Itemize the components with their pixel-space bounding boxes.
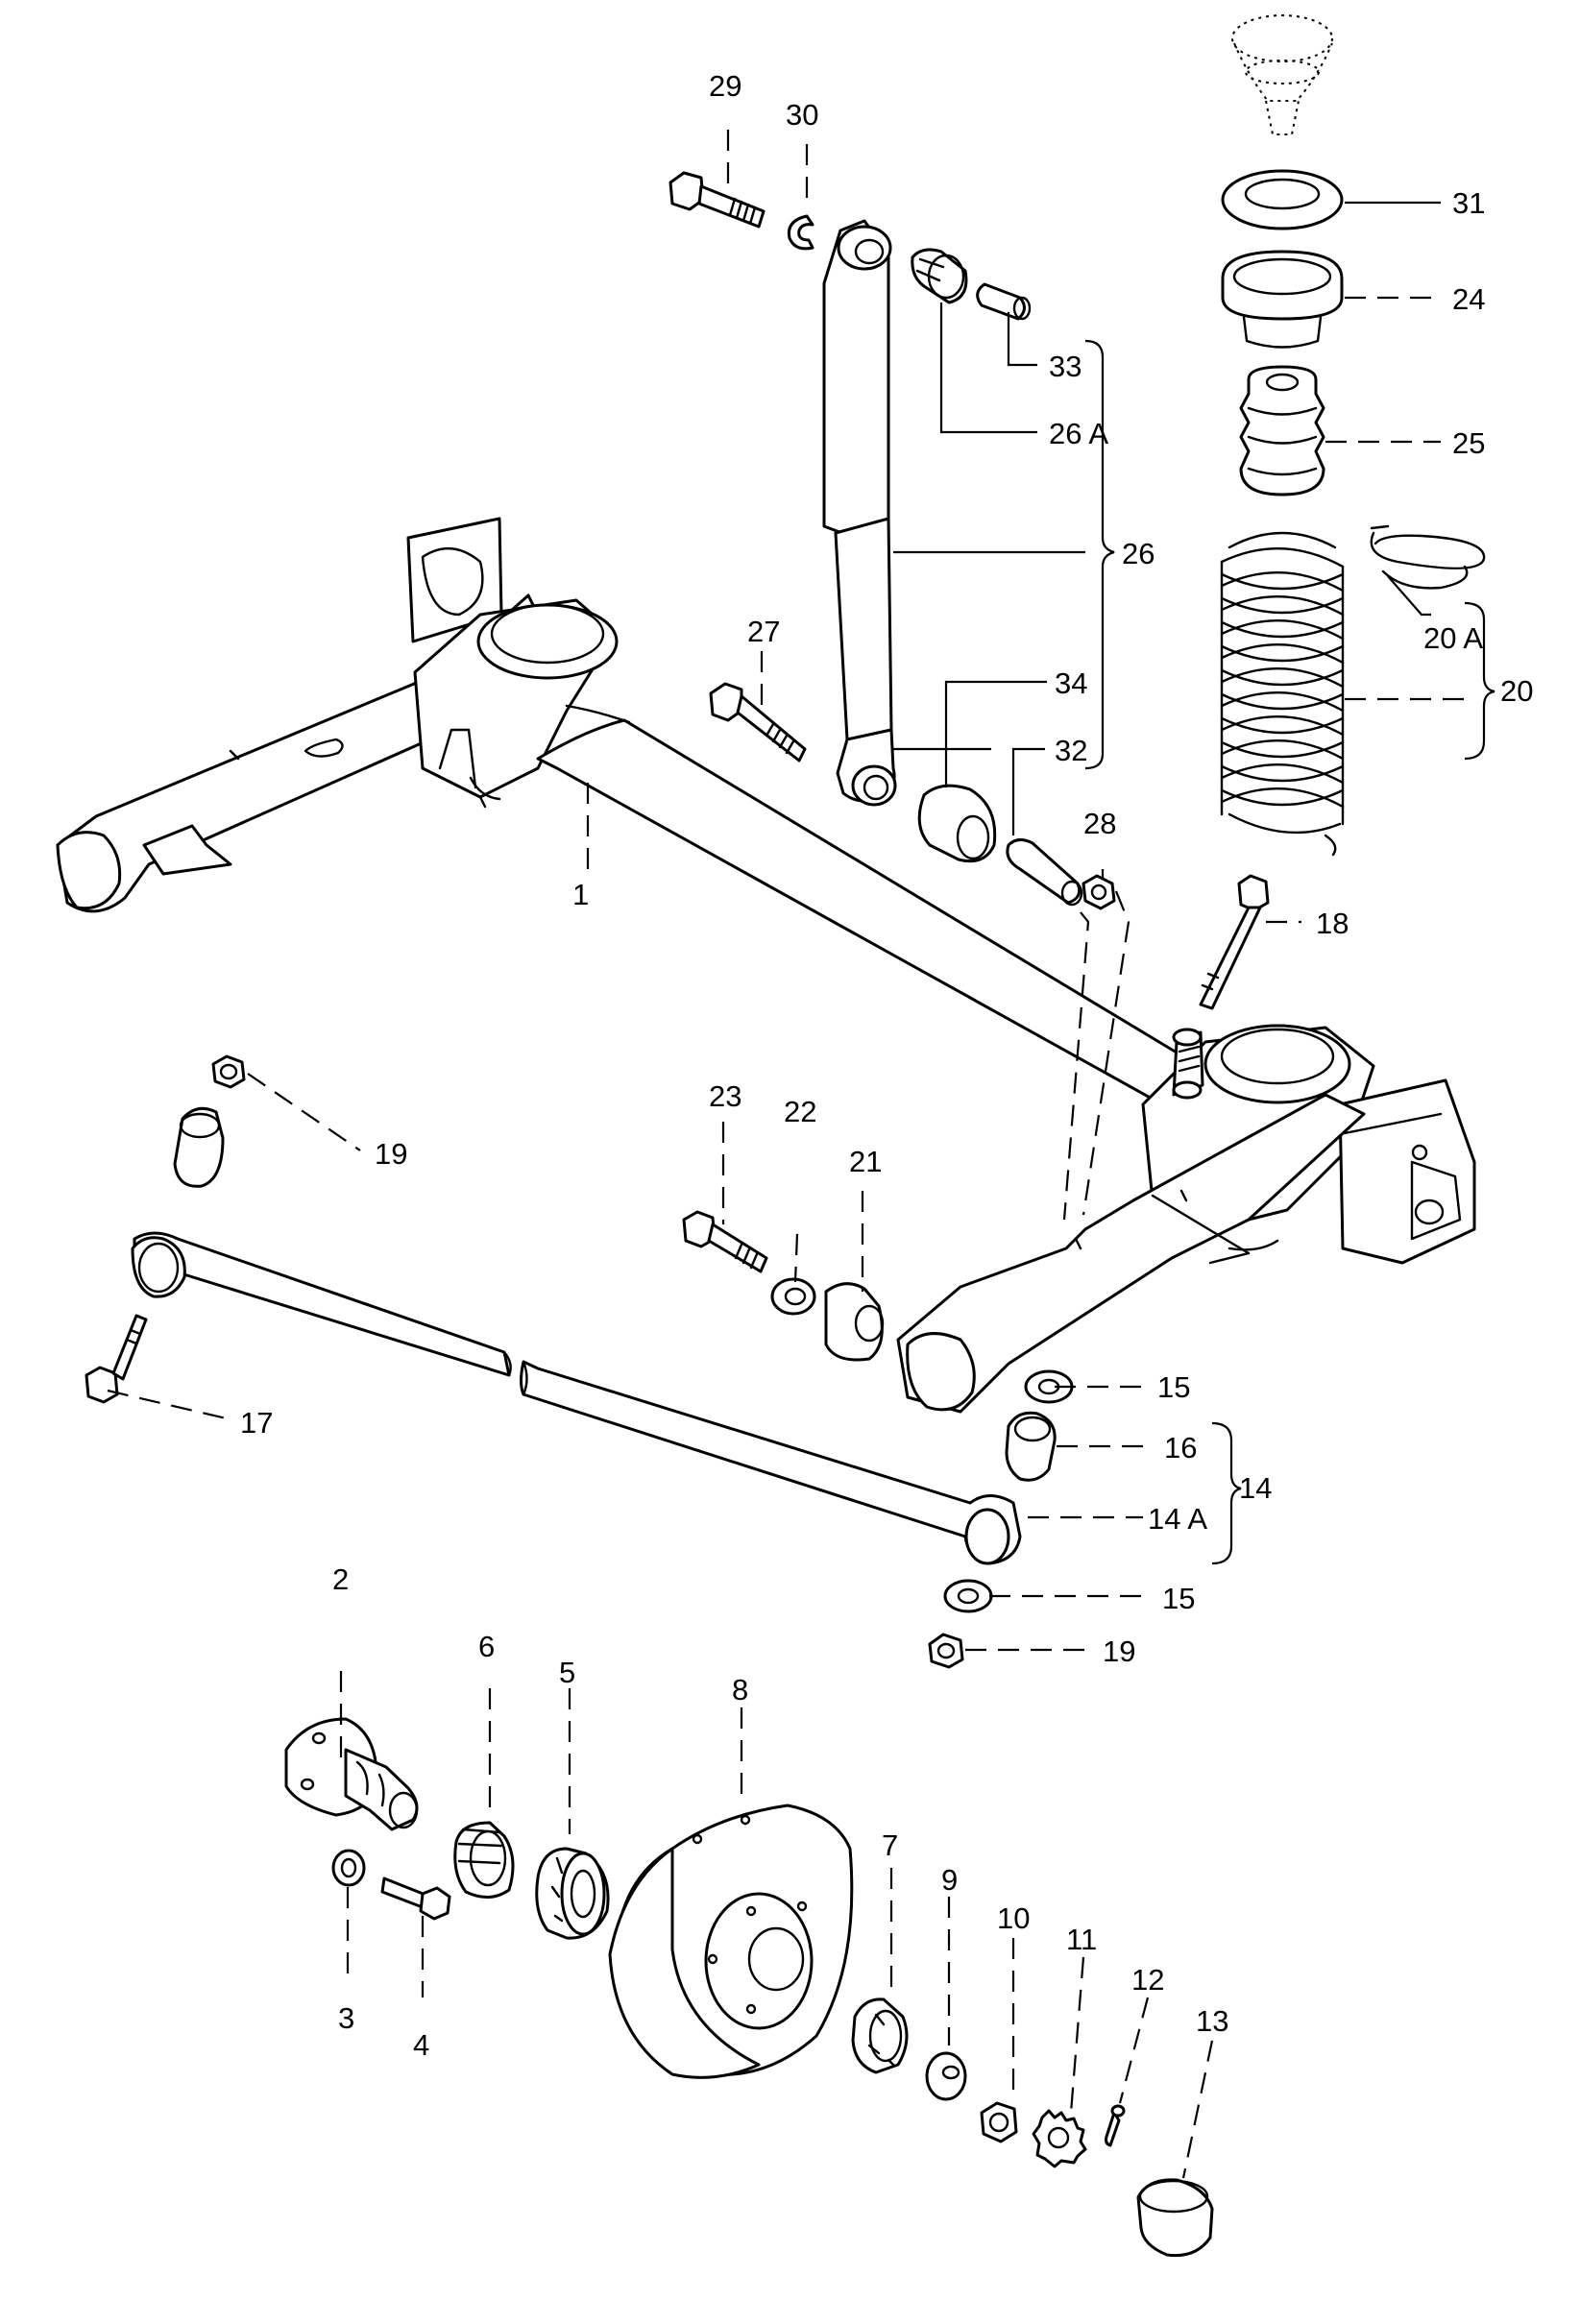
callout-22: 22 xyxy=(784,1095,816,1128)
rubber-mount-24 xyxy=(1221,250,1344,349)
washer-3 xyxy=(331,1849,366,1887)
callout-17: 17 xyxy=(240,1406,273,1440)
bolt-29 xyxy=(668,171,766,229)
brace-26 xyxy=(1084,339,1115,770)
callout-16: 16 xyxy=(1164,1431,1197,1465)
callout-29: 29 xyxy=(709,69,741,103)
bushing-upper-left xyxy=(173,1106,225,1188)
callout-26a: 26 A xyxy=(1049,417,1108,450)
bump-stop-25 xyxy=(1239,365,1325,496)
bushing-16 xyxy=(1005,1411,1057,1482)
nut-19-upper xyxy=(211,1054,246,1089)
callout-20a: 20 A xyxy=(1423,621,1483,655)
bolt-18 xyxy=(1199,874,1270,1010)
callout-18: 18 xyxy=(1316,907,1349,940)
bushing-26a xyxy=(911,248,968,304)
callout-14: 14 xyxy=(1239,1471,1272,1505)
nut-19-lower xyxy=(928,1633,964,1669)
callout-8: 8 xyxy=(732,1673,748,1707)
callout-30: 30 xyxy=(786,98,818,132)
callout-13: 13 xyxy=(1196,2004,1228,2038)
cotter-pin-12 xyxy=(1105,2104,1126,2147)
grease-cap-13 xyxy=(1136,2178,1214,2258)
callout-14a: 14 A xyxy=(1148,1502,1207,1536)
leader-lines xyxy=(107,130,1465,2179)
callout-6: 6 xyxy=(478,1630,495,1663)
lock-washer-30 xyxy=(787,214,814,251)
brace-20 xyxy=(1464,601,1495,761)
callout-19-upper: 19 xyxy=(375,1137,407,1171)
seal-6 xyxy=(453,1821,515,1899)
callout-23: 23 xyxy=(709,1079,741,1113)
callout-4: 4 xyxy=(413,2028,429,2062)
sleeve-32 xyxy=(1006,838,1083,907)
brake-drum-8 xyxy=(608,1804,854,2079)
spring-end-coil-20a xyxy=(1370,524,1486,590)
callout-15-lower: 15 xyxy=(1162,1582,1195,1615)
sleeve-33 xyxy=(976,282,1032,321)
shock-absorber-26 xyxy=(822,219,897,807)
axle-beam-1 xyxy=(56,517,1476,1414)
callout-5: 5 xyxy=(559,1656,575,1689)
callout-34: 34 xyxy=(1055,666,1087,700)
callout-21: 21 xyxy=(849,1145,882,1178)
callout-15-upper: 15 xyxy=(1157,1370,1190,1404)
callout-9: 9 xyxy=(941,1863,958,1897)
callout-labels: 1 2 3 4 5 6 7 8 9 10 11 12 13 14 14 A 15… xyxy=(240,69,1533,2062)
callout-1: 1 xyxy=(572,878,589,911)
bearing-7 xyxy=(851,1997,909,2074)
bearing-5 xyxy=(535,1847,610,1940)
bolt-23 xyxy=(682,1210,768,1273)
callout-20: 20 xyxy=(1500,674,1533,708)
callout-2: 2 xyxy=(332,1562,349,1596)
track-rod-14a xyxy=(131,1231,1022,1565)
stub-axle-2 xyxy=(284,1717,419,1831)
callout-28: 28 xyxy=(1083,807,1116,840)
shock-lower-mount-pin xyxy=(1172,1028,1204,1100)
upper-spring-seat-31 xyxy=(1221,169,1344,230)
callout-33: 33 xyxy=(1049,350,1082,383)
bolt-4 xyxy=(380,1876,451,1921)
callout-32: 32 xyxy=(1055,734,1087,767)
castellated-lock-11 xyxy=(1032,2109,1087,2168)
nut-10 xyxy=(980,2101,1018,2143)
callout-7: 7 xyxy=(882,1828,898,1862)
dust-cap-dotted xyxy=(1231,14,1333,135)
washer-15-lower xyxy=(943,1579,993,1613)
bushing-34 xyxy=(917,784,997,863)
callout-25: 25 xyxy=(1452,426,1485,460)
washer-22 xyxy=(770,1277,816,1316)
thrust-washer-9 xyxy=(925,2051,967,2101)
brace-14 xyxy=(1211,1421,1242,1565)
bushing-21 xyxy=(824,1282,885,1362)
callout-3: 3 xyxy=(338,2001,354,2035)
callout-26: 26 xyxy=(1122,537,1155,570)
callout-10: 10 xyxy=(997,1901,1030,1935)
callout-31: 31 xyxy=(1452,186,1485,220)
bolt-27 xyxy=(709,682,807,763)
callout-24: 24 xyxy=(1452,282,1485,316)
coil-spring-20 xyxy=(1220,531,1345,857)
bolt-17 xyxy=(85,1314,148,1404)
callout-12: 12 xyxy=(1131,1963,1164,1997)
nut-28 xyxy=(1082,874,1116,910)
callout-27: 27 xyxy=(747,615,780,648)
callout-19-lower: 19 xyxy=(1103,1634,1135,1668)
callout-11: 11 xyxy=(1066,1923,1097,1956)
